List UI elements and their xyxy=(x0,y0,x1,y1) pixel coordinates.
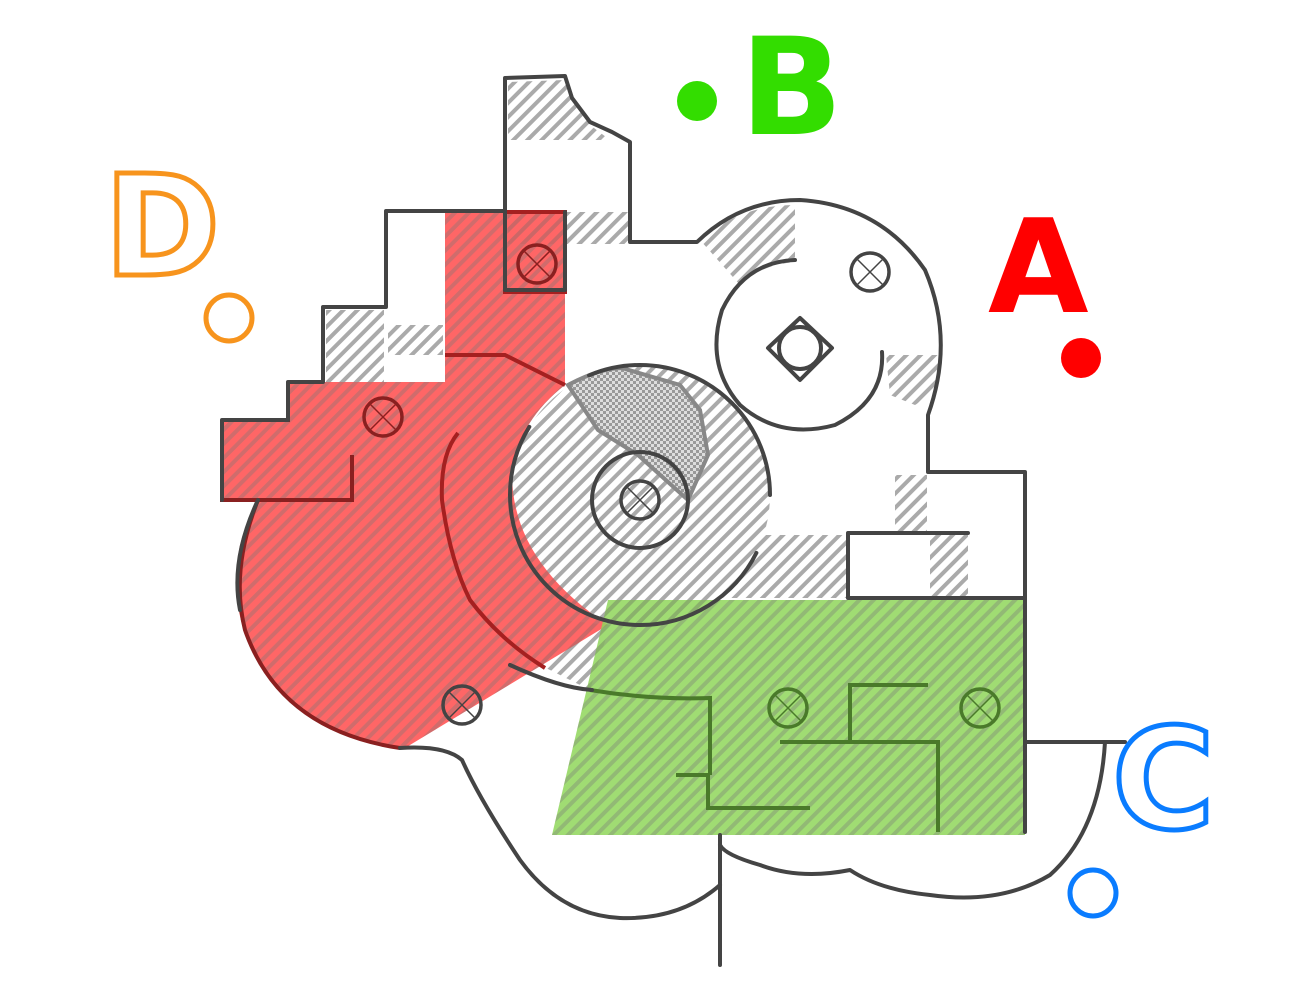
label-a-dot xyxy=(1061,338,1101,378)
x-circle-marker-icon xyxy=(849,251,891,293)
x-circle-marker-icon xyxy=(959,687,1001,729)
label-b-dot xyxy=(677,81,717,121)
label-a-text: A xyxy=(988,191,1089,343)
label-a: A xyxy=(988,191,1101,378)
x-circle-marker-icon xyxy=(441,684,483,726)
green-zone xyxy=(552,600,1025,835)
x-markers xyxy=(362,243,1001,729)
x-circle-marker-icon xyxy=(362,396,404,438)
label-d: D xyxy=(102,144,255,344)
label-b: B xyxy=(677,9,843,166)
label-d-text: D xyxy=(104,146,220,309)
diamond-marker xyxy=(766,316,834,382)
x-circle-marker-icon xyxy=(619,479,661,521)
label-d-dot xyxy=(203,292,255,344)
label-c-text: C xyxy=(1112,699,1215,862)
label-c: C xyxy=(1067,697,1217,919)
walls xyxy=(220,74,1127,967)
x-circle-marker-icon xyxy=(767,687,809,729)
label-b-text: B xyxy=(740,9,843,166)
label-c-dot xyxy=(1067,867,1119,919)
x-circle-marker-icon xyxy=(516,243,558,285)
